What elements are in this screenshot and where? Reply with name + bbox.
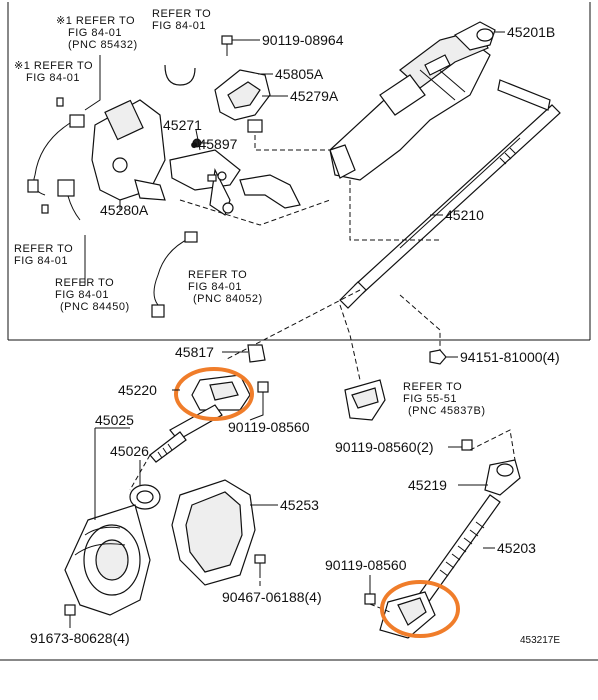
label-45219: 45219 [408, 477, 447, 493]
refer-block-1: ※1 REFER TO FIG 84-01 (PNC 85432) [56, 15, 138, 51]
svg-text:FIG 84-01: FIG 84-01 [14, 255, 68, 267]
bolt-90119-08964 [221, 35, 233, 56]
guide-line-2 [179, 199, 331, 226]
label-45203: 45203 [497, 540, 536, 556]
bolt-90119-08560-a [257, 381, 269, 393]
guide-line-7 [469, 429, 516, 461]
leader-r1 [84, 55, 101, 111]
highlight-45220 [174, 367, 254, 421]
refer-block-7: REFER TO FIG 55-51 (PNC 45837B) [403, 381, 486, 417]
label-90119-08560-a: 90119-08560 [228, 419, 310, 435]
guide-line-5 [224, 289, 361, 361]
svg-text:FIG 84-01: FIG 84-01 [68, 27, 122, 39]
leader-90119-08560-a [249, 392, 264, 421]
wire-harness-center [151, 231, 198, 318]
refer-block-5: REFER TO FIG 84-01 (PNC 84450) [55, 277, 130, 313]
label-94151: 94151-81000(4) [460, 349, 560, 365]
refer-block-4: REFER TO FIG 84-01 [14, 243, 73, 267]
bolt-90119-08560-2 [461, 439, 473, 451]
svg-text:REFER TO: REFER TO [152, 8, 211, 20]
label-45280a: 45280A [100, 202, 149, 218]
guide-line-3 [349, 180, 440, 241]
label-90119-08560-2: 90119-08560(2) [335, 439, 434, 455]
screw-a [56, 97, 64, 107]
clip-90467 [254, 554, 266, 564]
column-bracket-45201b [329, 21, 551, 181]
screw-b [41, 204, 49, 214]
guide-line-4 [399, 294, 441, 355]
wire-harness-left [27, 114, 85, 221]
label-90119-08560-b: 90119-08560 [325, 557, 407, 573]
guide-line-6 [339, 304, 361, 381]
part-45817 [247, 344, 266, 363]
bracket-45837b [344, 379, 386, 421]
svg-text:FIG 84-01: FIG 84-01 [55, 289, 109, 301]
guide-line-10 [369, 603, 391, 613]
label-45279a: 45279A [290, 88, 339, 104]
svg-text:REFER TO: REFER TO [403, 381, 462, 393]
label-45271: 45271 [163, 117, 202, 133]
bolt-90119-08560-b [364, 593, 376, 605]
small-bolt [207, 174, 217, 182]
svg-text:※1 REFER TO: ※1 REFER TO [56, 15, 135, 27]
label-45201b: 45201B [507, 24, 555, 40]
svg-text:FIG 55-51: FIG 55-51 [403, 393, 457, 405]
svg-text:FIG 84-01: FIG 84-01 [188, 281, 242, 293]
label-90119-08964: 90119-08964 [262, 32, 344, 48]
lever-45271 [169, 149, 301, 216]
refer-block-2: REFER TO FIG 84-01 [152, 8, 211, 32]
svg-text:REFER TO: REFER TO [55, 277, 114, 289]
svg-text:(PNC 85432): (PNC 85432) [68, 39, 138, 51]
refer-block-3: ※1 REFER TO FIG 84-01 [14, 60, 93, 84]
joint-45219 [484, 459, 521, 496]
label-45817: 45817 [175, 344, 214, 360]
svg-text:※1 REFER TO: ※1 REFER TO [14, 60, 93, 72]
steering-column-45210 [339, 104, 561, 309]
lock-housing-45280a [91, 99, 166, 201]
refer-block-6: REFER TO FIG 84-01 (PNC 84052) [188, 269, 263, 305]
nut-94151 [429, 349, 447, 365]
cover-45805a [214, 69, 271, 121]
screw-91673 [64, 604, 76, 616]
label-45026: 45026 [110, 443, 149, 459]
boot-45025 [64, 504, 151, 616]
label-45897: ●45897 [190, 136, 238, 152]
label-45025: 45025 [95, 412, 134, 428]
label-45805a: 45805A [275, 66, 324, 82]
highlight-45203-joint [380, 580, 460, 638]
label-91673: 91673-80628(4) [30, 630, 130, 646]
svg-text:(PNC 84052): (PNC 84052) [193, 293, 263, 305]
svg-text:REFER TO: REFER TO [14, 243, 73, 255]
label-figure-id: 453217E [520, 635, 560, 646]
guide-line-1 [254, 135, 330, 151]
svg-text:FIG 84-01: FIG 84-01 [152, 20, 206, 32]
svg-text:(PNC 45837B): (PNC 45837B) [408, 405, 486, 417]
svg-text:FIG 84-01: FIG 84-01 [26, 72, 80, 84]
cover-45253 [171, 479, 256, 586]
label-45253: 45253 [280, 497, 319, 513]
part-45279a [247, 119, 263, 133]
clip-part [164, 64, 196, 86]
label-45220: 45220 [118, 382, 157, 398]
label-45210: 45210 [445, 207, 484, 223]
leader-45271 [195, 129, 201, 151]
svg-text:(PNC 84450): (PNC 84450) [60, 301, 130, 313]
label-90467: 90467-06188(4) [222, 589, 322, 605]
ring-45026 [129, 484, 161, 510]
svg-text:REFER TO: REFER TO [188, 269, 247, 281]
